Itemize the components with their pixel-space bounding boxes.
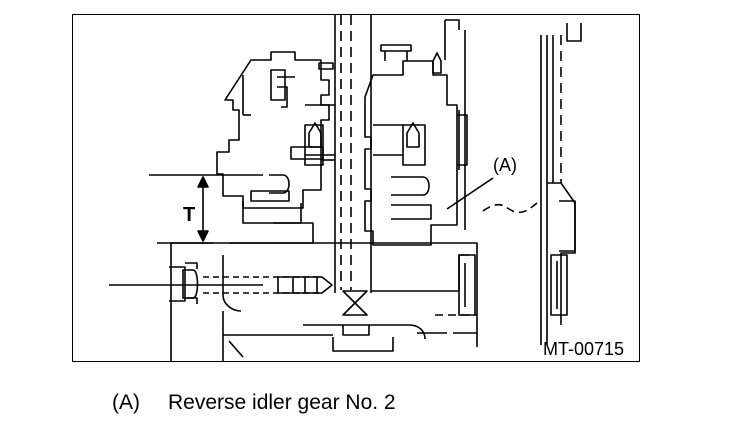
- figure-code: MT-00715: [543, 339, 624, 359]
- shaft-centerlines: [334, 15, 372, 293]
- caption-text: Reverse idler gear No. 2: [168, 391, 396, 414]
- dimension-T-label: T: [183, 204, 195, 226]
- dimension-T: [149, 174, 263, 244]
- callout-A-leader: [446, 177, 538, 214]
- figure-caption: (A) Reverse idler gear No. 2: [112, 391, 396, 415]
- callout-A-label: (A): [493, 155, 517, 175]
- technical-drawing: T (A) MT-00715: [72, 14, 640, 362]
- left-gear-assembly: [216, 51, 335, 244]
- reverse-idler-gear-no2: [364, 19, 468, 246]
- lower-housing: [169, 242, 478, 361]
- right-outer-housing: [540, 23, 582, 345]
- caption-key: (A): [112, 391, 140, 414]
